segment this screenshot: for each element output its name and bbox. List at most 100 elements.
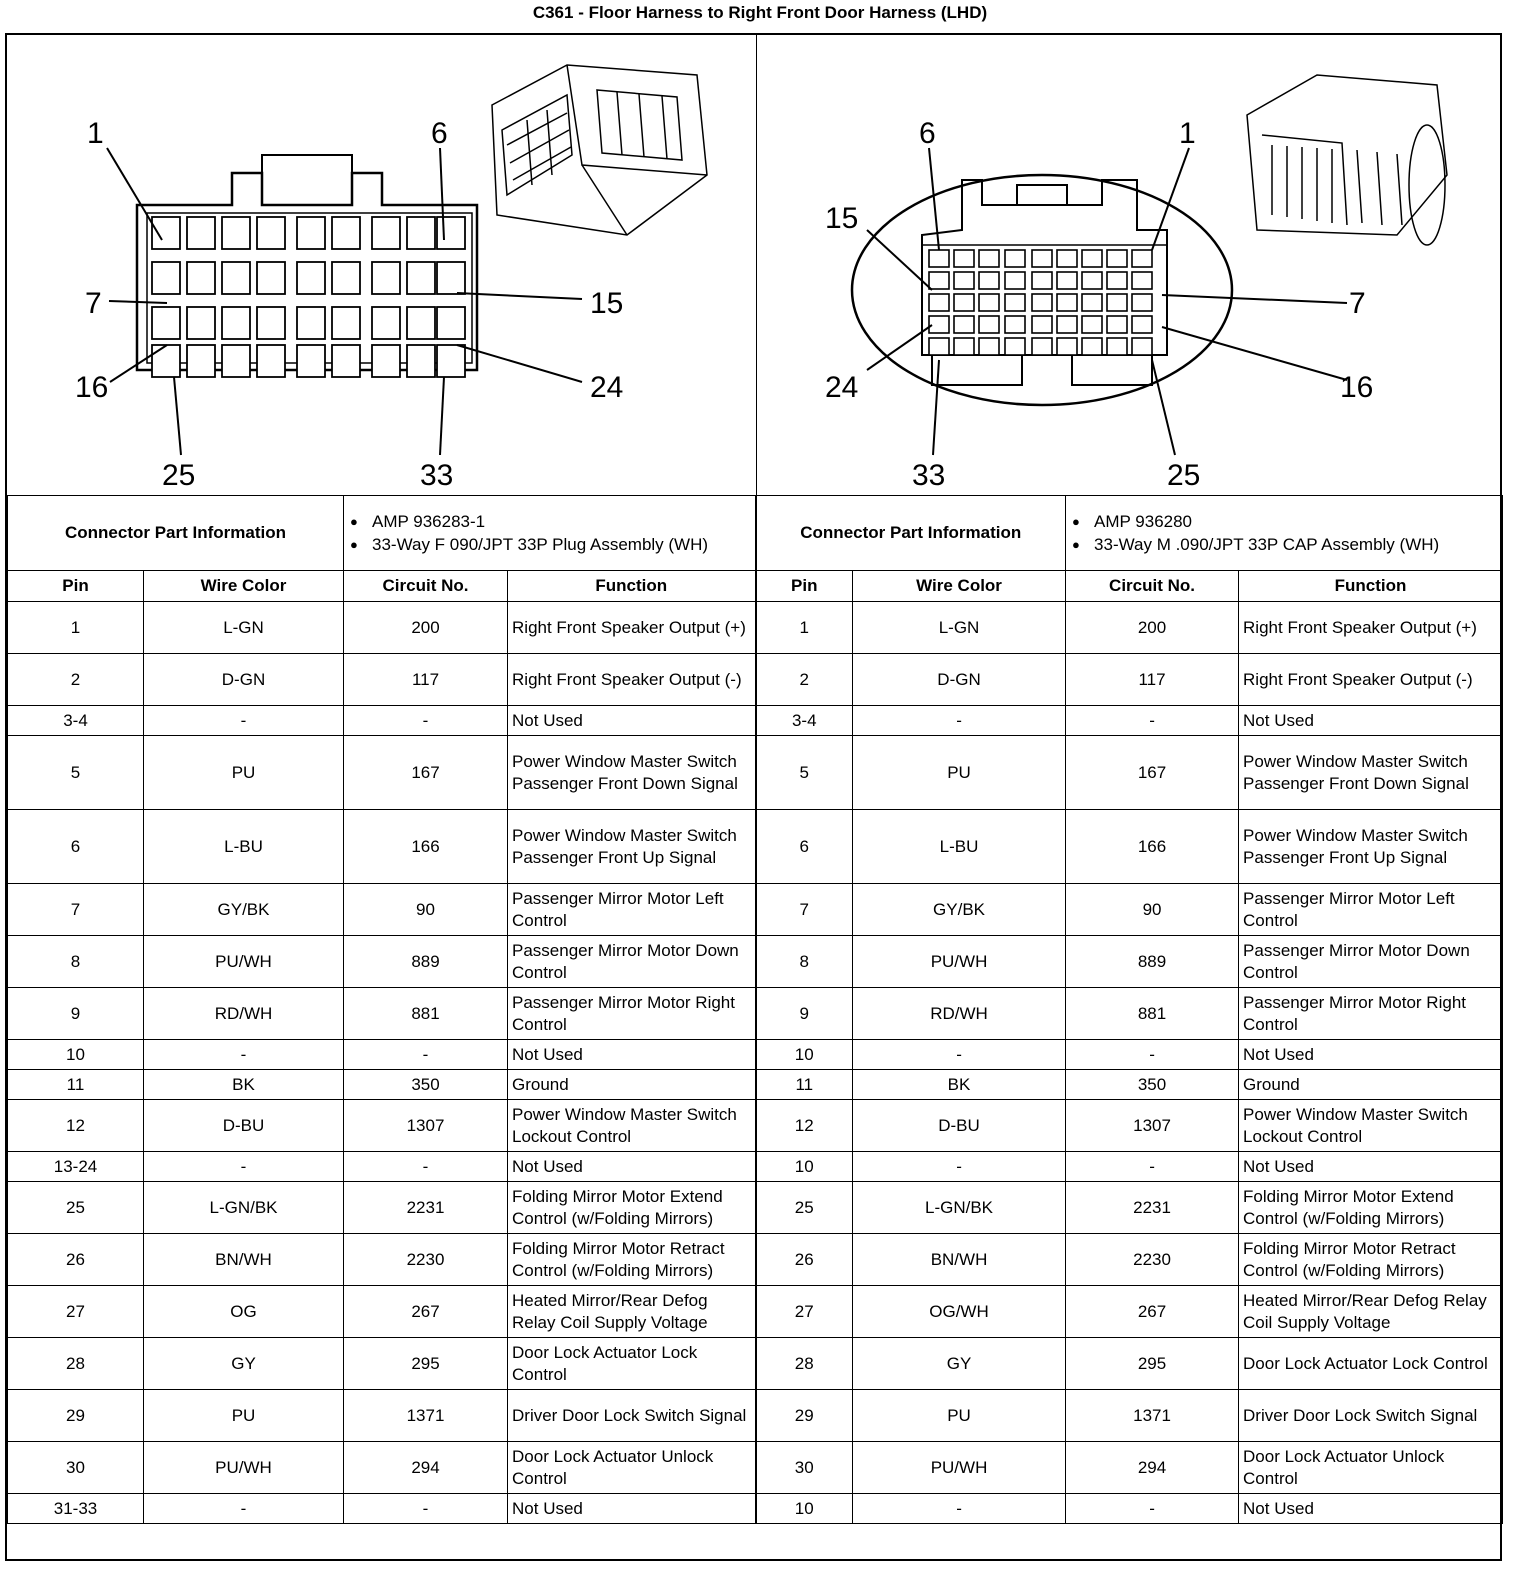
header-circuit-no: Circuit No. — [1065, 570, 1240, 602]
left-function-cell: Power Window Master Switch Passenger Fro… — [507, 735, 757, 810]
pin-cavity — [1106, 337, 1128, 356]
left-circuit-no-cell: - — [343, 705, 509, 736]
pin-cavity — [1004, 271, 1026, 290]
left-wire-color-cell: PU/WH — [142, 935, 345, 988]
left-wire-color-cell: D-GN — [142, 653, 345, 706]
left-function-cell: Door Lock Actuator Lock Control — [507, 1337, 757, 1390]
left-circuit-no-cell: 90 — [343, 883, 509, 936]
left-circuit-no-cell: 267 — [343, 1285, 509, 1338]
right-function-cell: Passenger Mirror Motor Down Control — [1238, 935, 1504, 988]
right-circuit-no-cell: 1307 — [1065, 1099, 1240, 1152]
header-wire-color: Wire Color — [142, 570, 345, 602]
left-function-cell: Passenger Mirror Motor Right Control — [507, 987, 757, 1040]
right-wire-color-cell: OG/WH — [852, 1285, 1067, 1338]
left-pin-cell: 29 — [7, 1389, 144, 1442]
right-pin-cell: 8 — [755, 935, 854, 988]
right-circuit-no-cell: 166 — [1065, 809, 1240, 884]
right-function-cell: Power Window Master Switch Passenger Fro… — [1238, 735, 1504, 810]
left-pin-cell: 12 — [7, 1099, 144, 1152]
female-connector-face-drawing: 1 6 7 15 16 24 25 33 — [75, 64, 708, 492]
pin-cavity — [978, 249, 1000, 268]
callout-1-right: 1 — [1179, 117, 1196, 150]
pin-cavity — [331, 261, 361, 295]
cpi-item: 33-Way M .090/JPT 33P CAP Assembly (WH) — [1072, 533, 1498, 556]
pin-cavity — [1004, 315, 1026, 334]
pin-cavity — [1056, 293, 1078, 312]
right-pin-cell: 11 — [755, 1069, 854, 1100]
right-circuit-no-cell: 881 — [1065, 987, 1240, 1040]
left-wire-color-cell: D-BU — [142, 1099, 345, 1152]
right-circuit-no-cell: - — [1065, 1151, 1240, 1182]
left-pin-cell: 10 — [7, 1039, 144, 1070]
pin-cavity — [186, 216, 216, 250]
pin-cavity — [928, 271, 950, 290]
right-function-cell: Passenger Mirror Motor Right Control — [1238, 987, 1504, 1040]
right-function-cell: Right Front Speaker Output (-) — [1238, 653, 1504, 706]
callout-15-right: 15 — [825, 202, 858, 235]
right-pin-cell: 27 — [755, 1285, 854, 1338]
pin-cavity — [1056, 249, 1078, 268]
right-pin-cell: 29 — [755, 1389, 854, 1442]
right-circuit-no-cell: - — [1065, 1493, 1240, 1524]
pin-cavity — [978, 293, 1000, 312]
pin-cavity — [436, 261, 466, 295]
pin-cavity — [1106, 249, 1128, 268]
left-function-cell: Power Window Master Switch Passenger Fro… — [507, 809, 757, 884]
pin-cavity — [1031, 271, 1053, 290]
callout-24: 24 — [590, 371, 623, 404]
callout-25: 25 — [162, 459, 195, 492]
pin-cavity — [1106, 293, 1128, 312]
pin-cavity — [1081, 315, 1103, 334]
right-wire-color-cell: PU/WH — [852, 935, 1067, 988]
pin-cavity — [1081, 271, 1103, 290]
pin-cavity — [953, 315, 975, 334]
callout-7: 7 — [85, 287, 102, 320]
right-wire-color-cell: RD/WH — [852, 987, 1067, 1040]
left-wire-color-cell: OG — [142, 1285, 345, 1338]
left-pin-cell: 26 — [7, 1233, 144, 1286]
pin-cavity — [953, 337, 975, 356]
pin-cavity — [221, 261, 251, 295]
right-wire-color-cell: - — [852, 1151, 1067, 1182]
left-function-cell: Passenger Mirror Motor Left Control — [507, 883, 757, 936]
pin-cavity — [151, 216, 181, 250]
left-wire-color-cell: PU — [142, 735, 345, 810]
pin-cavity — [256, 261, 286, 295]
left-circuit-no-cell: - — [343, 1039, 509, 1070]
left-circuit-no-cell: - — [343, 1493, 509, 1524]
pin-cavity — [296, 306, 326, 340]
pin-cavity — [928, 249, 950, 268]
left-wire-color-cell: PU — [142, 1389, 345, 1442]
pin-cavity — [221, 306, 251, 340]
right-pin-cell: 5 — [755, 735, 854, 810]
left-wire-color-cell: L-GN/BK — [142, 1181, 345, 1234]
header-function: Function — [1238, 570, 1504, 602]
pin-cavity — [1131, 293, 1153, 312]
left-pin-cell: 8 — [7, 935, 144, 988]
right-circuit-no-cell: - — [1065, 1039, 1240, 1070]
pin-cavity — [928, 315, 950, 334]
right-wire-color-cell: - — [852, 1493, 1067, 1524]
table-header-row: Pin Wire Color Circuit No. Function Pin … — [7, 570, 1504, 602]
left-pin-cell: 9 — [7, 987, 144, 1040]
pinout-table: Connector Part Information AMP 936283-1 … — [6, 495, 1504, 1524]
right-pin-cell: 1 — [755, 601, 854, 654]
right-circuit-no-cell: 889 — [1065, 935, 1240, 988]
right-wire-color-cell: GY/BK — [852, 883, 1067, 936]
right-circuit-no-cell: 295 — [1065, 1337, 1240, 1390]
pin-cavity — [1004, 249, 1026, 268]
right-function-cell: Heated Mirror/Rear Defog Relay Coil Supp… — [1238, 1285, 1504, 1338]
pin-cavity — [1056, 315, 1078, 334]
left-circuit-no-cell: 294 — [343, 1441, 509, 1494]
pin-cavity — [151, 306, 181, 340]
pin-cavity — [978, 337, 1000, 356]
male-connector-face-drawing: 6 1 15 7 24 16 33 25 — [825, 74, 1448, 492]
left-wire-color-cell: BN/WH — [142, 1233, 345, 1286]
left-pin-cell: 2 — [7, 653, 144, 706]
left-function-cell: Power Window Master Switch Lockout Contr… — [507, 1099, 757, 1152]
